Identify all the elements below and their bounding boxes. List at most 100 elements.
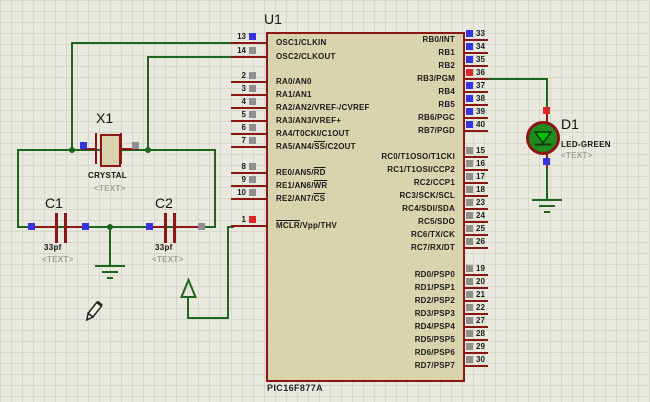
capacitor-pin[interactable] (176, 226, 200, 228)
pin-26-stub[interactable] (463, 247, 488, 249)
pin-29-stub[interactable] (463, 352, 488, 354)
pin-40-number: 40 (476, 120, 485, 129)
pin-2-number: 2 (241, 71, 246, 80)
pin-3-stub[interactable] (231, 94, 266, 96)
wire-ground-lead[interactable] (109, 227, 111, 266)
wire-osc2-drop[interactable] (147, 56, 149, 151)
led-text-placeholder: <TEXT> (561, 151, 593, 160)
pin-37-stub[interactable] (463, 91, 488, 93)
pin-28-name: RD5/PSP5 (414, 335, 455, 344)
pin-20-stub[interactable] (463, 287, 488, 289)
wire-osc1-drop[interactable] (71, 42, 73, 151)
pin-24-stub[interactable] (463, 221, 488, 223)
capacitor-pin[interactable] (150, 226, 164, 228)
pin-37-number: 37 (476, 81, 485, 90)
cap2-value-label: 33pf (155, 243, 173, 252)
pin-38-stub[interactable] (463, 104, 488, 106)
pin-33-stub[interactable] (463, 39, 488, 41)
pin-end-marker (466, 304, 473, 311)
pin-6-stub[interactable] (231, 133, 266, 135)
pin-24-number: 24 (476, 211, 485, 220)
pin-end-marker (466, 199, 473, 206)
wire-right-loop[interactable] (214, 149, 216, 228)
pin-end-marker (249, 137, 256, 144)
pin-21-stub[interactable] (463, 300, 488, 302)
pin-end-marker (466, 343, 473, 350)
pin-35-name: RB2 (438, 61, 455, 70)
wire-cap-row[interactable] (18, 226, 215, 228)
wire-rb3[interactable] (488, 78, 548, 80)
led-arrow-icon (533, 131, 553, 146)
wire-left-loop[interactable] (17, 149, 19, 228)
capacitor-pin[interactable] (67, 226, 86, 228)
pin-19-name: RD0/PSP0 (414, 270, 455, 279)
pin-10-name: RE2/AN7/CS (276, 194, 326, 203)
pin-36-name: RB3/PGM (417, 74, 455, 83)
pin-21-name: RD2/PSP2 (414, 296, 455, 305)
cap1-ref-label: C1 (45, 195, 63, 211)
pin-8-stub[interactable] (231, 172, 266, 174)
wire-mclr-bottom[interactable] (187, 317, 229, 319)
led-pin[interactable] (546, 107, 548, 123)
pin-39-number: 39 (476, 107, 485, 116)
pin-8-name: RE0/AN5/RD (276, 168, 326, 177)
wire-rb3-drop[interactable] (546, 78, 548, 122)
pin-end-marker (466, 147, 473, 154)
pin-5-stub[interactable] (231, 120, 266, 122)
pin-9-stub[interactable] (231, 185, 266, 187)
wire-osc2[interactable] (148, 56, 233, 58)
pin-end-marker (466, 330, 473, 337)
crystal-pin[interactable] (121, 148, 137, 150)
pin-13-stub[interactable] (231, 42, 266, 44)
pin-15-stub[interactable] (463, 156, 488, 158)
pin-30-stub[interactable] (463, 365, 488, 367)
pin-19-stub[interactable] (463, 274, 488, 276)
pin-39-name: RB6/PGC (418, 113, 455, 122)
pin-end-marker (146, 223, 153, 230)
pin-18-name: RC3/SCK/SCL (399, 191, 455, 200)
pin-13-name: OSC1/CLKIN (276, 38, 327, 47)
pin-20-name: RD1/PSP1 (414, 283, 455, 292)
pin-end-marker (82, 223, 89, 230)
pin-27-stub[interactable] (463, 326, 488, 328)
pin-end-marker (466, 43, 473, 50)
wire-mclr[interactable] (227, 226, 234, 228)
pin-28-stub[interactable] (463, 339, 488, 341)
wire-led-ground[interactable] (546, 152, 548, 200)
pin-1-stub[interactable] (231, 225, 266, 227)
pin-16-stub[interactable] (463, 169, 488, 171)
pin-39-stub[interactable] (463, 117, 488, 119)
pin-25-stub[interactable] (463, 234, 488, 236)
capacitor-plate (55, 213, 58, 243)
chip-u1[interactable] (266, 32, 465, 382)
crystal-pin[interactable] (82, 148, 96, 150)
pin-2-stub[interactable] (231, 81, 266, 83)
capacitor-pin[interactable] (32, 226, 55, 228)
pin-36-number: 36 (476, 68, 485, 77)
pin-35-stub[interactable] (463, 65, 488, 67)
pin-7-stub[interactable] (231, 146, 266, 148)
pin-18-stub[interactable] (463, 195, 488, 197)
power-terminal-icon[interactable] (180, 278, 197, 299)
junction-dot (69, 147, 75, 153)
crystal-body[interactable] (100, 134, 121, 167)
pin-14-stub[interactable] (231, 56, 266, 58)
pin-5-number: 5 (241, 110, 246, 119)
wire-mclr-drop[interactable] (227, 226, 229, 319)
pin-4-stub[interactable] (231, 107, 266, 109)
pin-22-stub[interactable] (463, 313, 488, 315)
pin-23-stub[interactable] (463, 208, 488, 210)
pin-17-stub[interactable] (463, 182, 488, 184)
wire-osc1[interactable] (72, 42, 233, 44)
pin-1-name: MCLR/Vpp/THV (276, 221, 338, 230)
wire-power-tail[interactable] (187, 297, 189, 319)
pin-end-marker (132, 142, 139, 149)
pin-10-stub[interactable] (231, 198, 266, 200)
led-body[interactable] (526, 121, 560, 155)
pin-36-stub[interactable] (463, 78, 488, 80)
pin-40-stub[interactable] (463, 130, 488, 132)
pin-26-number: 26 (476, 237, 485, 246)
pin-34-stub[interactable] (463, 52, 488, 54)
pin-end-marker (249, 124, 256, 131)
